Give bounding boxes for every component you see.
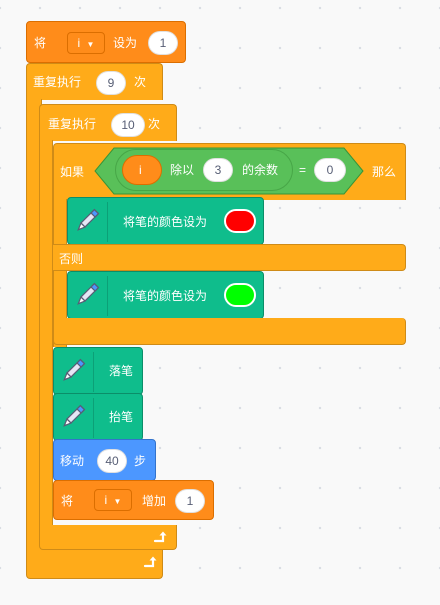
set-pen-color-label: 将笔的颜色设为 <box>123 215 208 229</box>
set-variable-dropdown[interactable]: i ▼ <box>67 32 105 54</box>
outer-repeat-count[interactable]: 9 <box>96 71 126 95</box>
if-arm <box>53 199 67 347</box>
move-steps-value[interactable]: 40 <box>97 449 127 473</box>
move-steps-block[interactable]: 移动 40 步 <box>53 439 156 481</box>
change-middle: 增加 <box>142 494 167 508</box>
mod-left-variable: i <box>139 163 142 177</box>
set-variable-name: i <box>77 36 81 50</box>
variable-i-reporter[interactable]: i <box>122 155 162 185</box>
pen-icon <box>54 352 94 392</box>
pen-color-swatch-red[interactable] <box>224 209 256 233</box>
mod-divisor[interactable]: 3 <box>203 158 233 182</box>
inner-repeat-arm <box>39 140 53 532</box>
pen-down-block[interactable]: 落笔 <box>53 347 143 395</box>
change-prefix: 将 <box>61 494 74 508</box>
loop-arrow-icon <box>152 530 168 546</box>
change-variable-block[interactable]: 将 i ▼ 增加 1 <box>53 480 214 520</box>
mod-result-label: 的余数 <box>242 163 279 177</box>
equals-operator: = <box>299 163 307 177</box>
else-band: 否则 <box>53 244 406 271</box>
dropdown-arrow-icon: ▼ <box>113 497 122 506</box>
equals-right-value[interactable]: 0 <box>314 158 346 182</box>
pen-up-label: 抬笔 <box>109 410 134 424</box>
outer-repeat-block[interactable]: 重复执行 9 次 <box>26 63 163 100</box>
set-pen-color-green-block[interactable]: 将笔的颜色设为 <box>67 271 264 319</box>
inner-repeat-block[interactable]: 重复执行 10 次 <box>39 104 177 141</box>
then-label: 那么 <box>372 165 397 179</box>
pen-icon <box>54 398 94 438</box>
dropdown-arrow-icon: ▼ <box>86 40 95 49</box>
pen-up-block[interactable]: 抬笔 <box>53 393 143 441</box>
outer-repeat-prefix: 重复执行 <box>33 75 82 89</box>
move-suffix: 步 <box>134 454 147 468</box>
set-pen-color-red-block[interactable]: 将笔的颜色设为 <box>67 197 264 245</box>
set-pen-color-label: 将笔的颜色设为 <box>123 289 208 303</box>
mod-reporter[interactable]: i 除以 3 的余数 <box>115 149 293 191</box>
set-value[interactable]: 1 <box>148 31 178 55</box>
inner-repeat-count[interactable]: 10 <box>111 113 145 137</box>
if-else-foot <box>53 318 406 345</box>
pen-down-label: 落笔 <box>109 364 134 378</box>
mod-op-label: 除以 <box>170 163 195 177</box>
inner-repeat-prefix: 重复执行 <box>48 117 97 131</box>
inner-repeat-foot <box>39 525 177 550</box>
change-value[interactable]: 1 <box>175 489 205 513</box>
outer-repeat-foot <box>26 549 163 579</box>
pen-icon <box>68 276 108 316</box>
else-label: 否则 <box>59 252 84 266</box>
set-prefix: 将 <box>34 36 47 50</box>
inner-repeat-suffix: 次 <box>148 117 161 131</box>
if-label: 如果 <box>60 165 85 179</box>
pen-color-swatch-green[interactable] <box>224 283 256 307</box>
move-prefix: 移动 <box>60 454 85 468</box>
loop-arrow-icon <box>142 555 158 571</box>
pen-icon <box>68 202 108 242</box>
set-variable-block[interactable]: 将 i ▼ 设为 1 <box>26 21 186 63</box>
change-variable-dropdown[interactable]: i ▼ <box>94 489 132 511</box>
outer-repeat-suffix: 次 <box>134 75 147 89</box>
change-variable-name: i <box>104 493 108 507</box>
set-middle: 设为 <box>113 36 138 50</box>
